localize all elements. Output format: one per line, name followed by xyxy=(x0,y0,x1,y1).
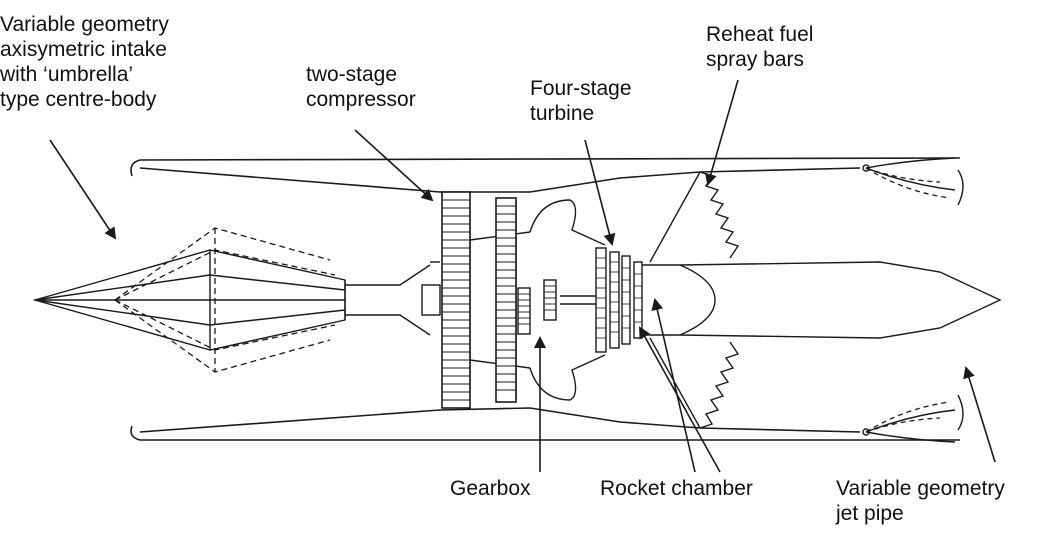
turbine-stages xyxy=(595,247,643,353)
intake-label: Variable geometry axisymetric intake wit… xyxy=(0,13,169,111)
intake-centre-body xyxy=(32,249,431,351)
compressor-stage-1 xyxy=(441,191,471,409)
leader-arrows xyxy=(49,79,996,473)
gearbox-label: Gearbox xyxy=(450,477,531,500)
turbine-label: Four-stage turbine xyxy=(530,77,632,125)
intake-retracted-outline xyxy=(114,227,336,373)
jet-pipe-flaps-alt xyxy=(865,167,951,433)
engine-casing xyxy=(130,157,961,441)
reheat-spray-bars xyxy=(649,171,740,429)
compressor-stage-2 xyxy=(495,197,517,403)
reheat-label: Reheat fuel spray bars xyxy=(706,23,814,71)
jet-pipe-flaps xyxy=(862,157,964,443)
jet-pipe-label: Variable geometry jet pipe xyxy=(836,477,1005,525)
gearbox-gears xyxy=(517,279,557,335)
compressor-label: two-stage compressor xyxy=(306,63,416,111)
rocket-chamber-label: Rocket chamber xyxy=(600,477,753,500)
